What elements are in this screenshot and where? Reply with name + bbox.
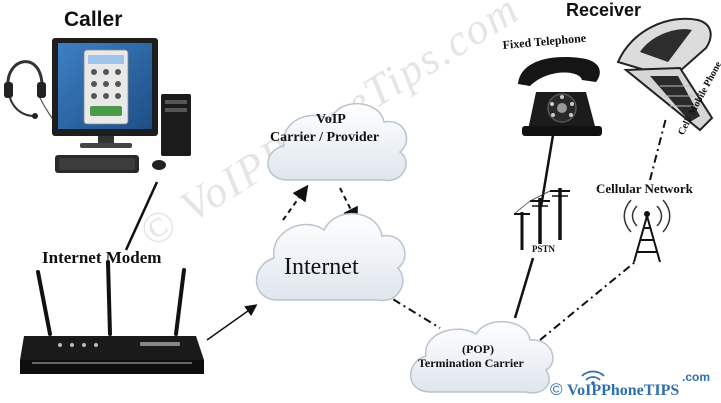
internet-cloud [255,213,406,302]
headset-icon [4,60,59,127]
receiver-label: Receiver [566,0,642,20]
pop-termination-cloud [410,320,554,394]
caller-label: Caller [64,8,123,31]
brand-name: VoIPPhoneTIPS [567,382,680,399]
pop-label-line1: (POP) [462,342,494,356]
link-computer-modem [124,181,159,251]
voip-label-line2: Carrier / Provider [270,130,380,145]
cell-tower-icon [623,199,671,263]
internet-modem-label: Internet Modem [42,248,162,267]
router-icon [20,260,204,374]
link-internet-to-voip [282,184,309,221]
link-modem-internet [206,304,258,341]
voip-carrier-cloud [267,103,408,182]
copyright-symbol: © [550,380,563,399]
pstn-pole-icon [513,188,570,250]
link-pstn-telephone [539,134,555,208]
pop-label-line2: Termination Carrier [418,356,524,370]
brand-suffix: .com [682,370,711,384]
internet-label: Internet [284,254,359,280]
fixed-telephone-icon [518,57,602,136]
voip-label-line1: VoIP [316,112,346,127]
link-pop-pstn [513,257,535,319]
mobile-phone-icon [616,17,714,132]
wifi-icon [581,370,605,385]
pstn-label: PSTN [532,244,556,254]
cellular-network-label: Cellular Network [596,181,693,196]
link-cellular-mobile [649,117,667,181]
computer-icon [52,38,191,173]
link-pop-cellular [539,261,636,341]
